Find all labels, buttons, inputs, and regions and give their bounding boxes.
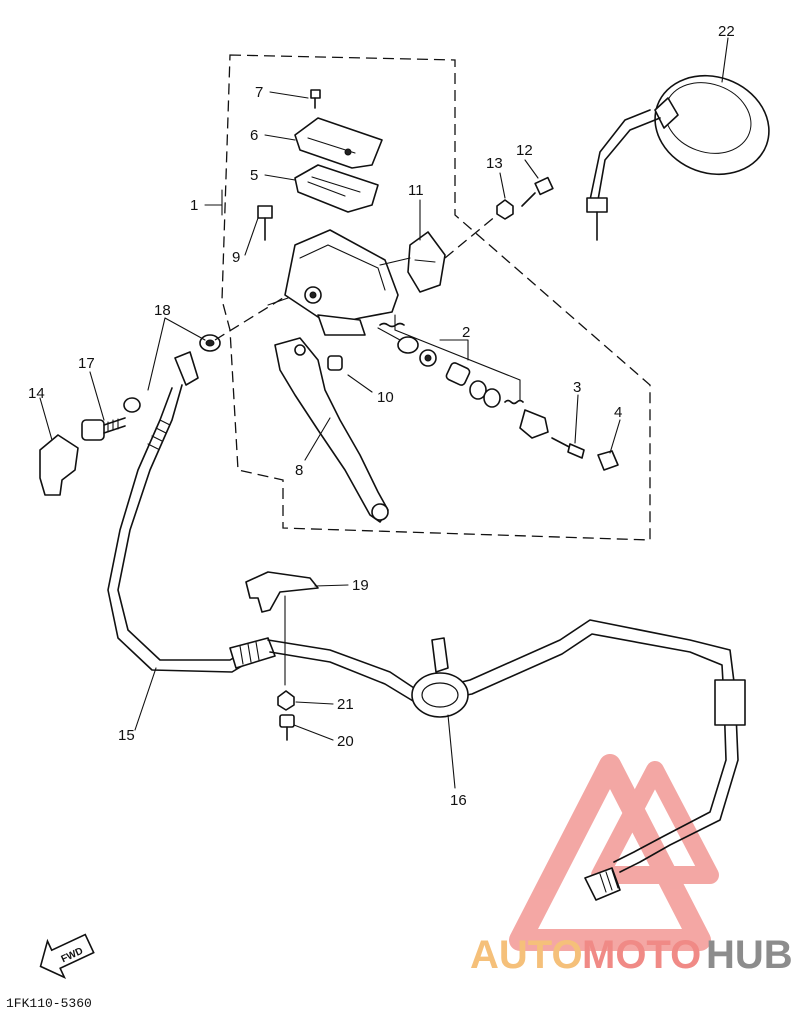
hose-line xyxy=(267,619,746,873)
callout-17: 17 xyxy=(78,355,95,372)
mirror-22 xyxy=(586,74,770,241)
callout-15: 15 xyxy=(118,727,135,744)
lever-8 xyxy=(274,337,389,523)
callout-4: 4 xyxy=(614,404,622,421)
callout-6: 6 xyxy=(250,127,258,144)
callout-19: 19 xyxy=(352,577,369,594)
piston-kit-2 xyxy=(377,314,549,439)
leader-lines xyxy=(39,37,729,789)
reference-code: 1FK110-5360 xyxy=(6,996,92,1011)
callout-13: 13 xyxy=(486,155,503,172)
watermark-hub: HUB xyxy=(706,933,793,977)
union-bolt-17 xyxy=(81,417,126,441)
callout-9: 9 xyxy=(232,249,240,266)
cover-14 xyxy=(39,434,79,496)
callout-8: 8 xyxy=(295,462,303,479)
pushrod-3 xyxy=(551,437,585,459)
fwd-arrow-icon: FWD xyxy=(39,933,95,979)
clutch-hose-15 xyxy=(107,351,276,673)
callout-16: 16 xyxy=(450,792,467,809)
callout-1: 1 xyxy=(190,197,198,214)
bolt-12 xyxy=(521,176,554,207)
holder-11 xyxy=(407,231,446,293)
callout-20: 20 xyxy=(337,733,354,750)
hose-end-fitting xyxy=(584,867,621,901)
callout-21: 21 xyxy=(337,696,354,713)
screw-7 xyxy=(310,89,321,109)
cap-4 xyxy=(597,450,619,471)
callout-11: 11 xyxy=(408,182,424,199)
callout-22: 22 xyxy=(718,23,735,40)
watermark-auto: AUTO xyxy=(470,933,583,977)
callout-3: 3 xyxy=(573,379,581,396)
callout-14: 14 xyxy=(28,385,45,402)
callout-7: 7 xyxy=(255,84,263,101)
watermark-text: AUTO MOTO HUB xyxy=(470,933,793,977)
watermark-logo xyxy=(509,754,719,951)
bushing-10 xyxy=(327,355,343,371)
screw-20 xyxy=(279,714,295,741)
reservoir-cap-6 xyxy=(294,117,383,169)
assembly-boundary xyxy=(221,54,651,541)
watermark-moto: MOTO xyxy=(582,933,701,977)
callout-12: 12 xyxy=(516,142,533,159)
nut-13 xyxy=(496,199,514,220)
callout-2: 2 xyxy=(462,324,470,341)
grommet-16 xyxy=(411,637,469,718)
callout-10: 10 xyxy=(377,389,394,406)
washer-18b xyxy=(123,397,141,413)
bolt-9 xyxy=(257,205,273,241)
diaphragm-5 xyxy=(294,164,379,213)
callout-18: 18 xyxy=(154,302,171,319)
callout-5: 5 xyxy=(250,167,258,184)
nut-21 xyxy=(277,690,295,711)
master-cylinder-body xyxy=(267,229,399,336)
bracket-19 xyxy=(245,571,319,686)
